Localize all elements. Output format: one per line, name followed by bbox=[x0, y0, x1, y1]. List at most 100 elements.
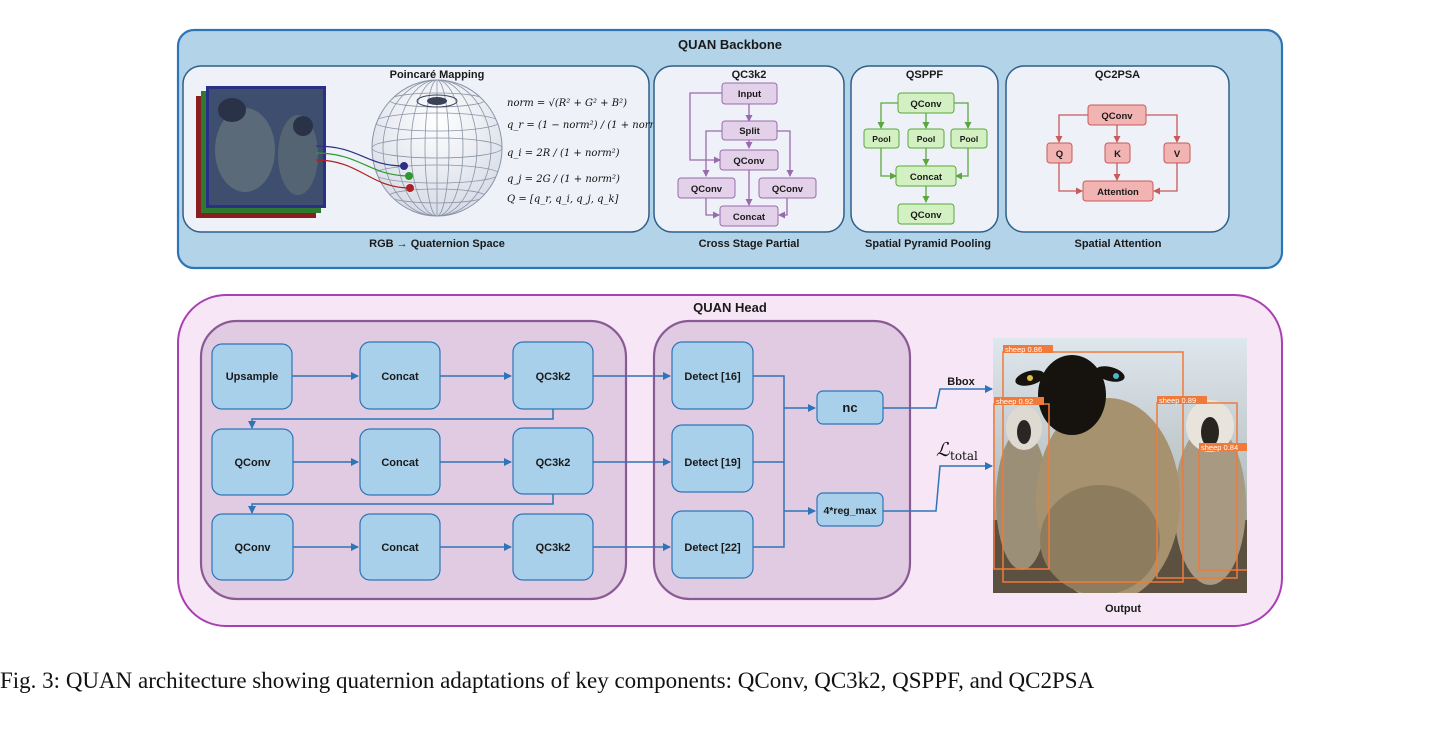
bbox-label: Bbox bbox=[947, 376, 975, 388]
svg-text:Detect [16]: Detect [16] bbox=[684, 371, 741, 383]
poincare-block: Poincaré Mapping bbox=[182, 65, 667, 250]
svg-text:Q: Q bbox=[1056, 149, 1063, 160]
svg-text:QConv: QConv bbox=[691, 184, 723, 195]
qsppf-pool-2-node: Pool bbox=[907, 128, 945, 149]
nc-node: nc bbox=[816, 390, 884, 425]
head-row-1-upsample: Upsample bbox=[211, 343, 293, 410]
head-title: QUAN Head bbox=[693, 300, 767, 315]
svg-text:Pool: Pool bbox=[960, 134, 978, 144]
equation-norm: norm = √(R² + G² + B²) bbox=[507, 98, 627, 109]
head-row-3-qconv: QConv bbox=[211, 513, 294, 581]
svg-text:Split: Split bbox=[739, 126, 760, 137]
qsppf-title: QSPPF bbox=[906, 69, 944, 81]
poincare-title: Poincaré Mapping bbox=[390, 69, 485, 81]
svg-text:Attention: Attention bbox=[1097, 187, 1139, 198]
qc2psa-block: QC2PSA QConv Q K V Attention bbox=[1005, 65, 1230, 250]
svg-text:Concat: Concat bbox=[910, 172, 943, 183]
quaternion-point-red bbox=[406, 184, 414, 192]
qc3k2-qconv-left-node: QConv bbox=[677, 177, 736, 199]
svg-text:QConv: QConv bbox=[772, 184, 804, 195]
quaternion-point-blue bbox=[400, 162, 408, 170]
qc3k2-caption: Cross Stage Partial bbox=[699, 238, 800, 250]
svg-text:QConv: QConv bbox=[1101, 111, 1133, 122]
equation-qj: q_j = 2G / (1 + norm²) bbox=[507, 174, 620, 185]
svg-text:QConv: QConv bbox=[910, 210, 942, 221]
svg-text:Detect [19]: Detect [19] bbox=[684, 457, 741, 469]
head-row-3-concat: Concat bbox=[359, 513, 441, 581]
qsppf-pool-3-node: Pool bbox=[950, 128, 988, 149]
rgb-channel-stack bbox=[196, 86, 326, 218]
qc2psa-v-node: V bbox=[1163, 142, 1191, 164]
svg-text:Concat: Concat bbox=[381, 457, 419, 469]
reg-max-node: 4*reg_max bbox=[816, 492, 884, 527]
figure-caption: Fig. 3: QUAN architecture showing quater… bbox=[0, 668, 1095, 693]
qc2psa-qconv-node: QConv bbox=[1087, 104, 1147, 126]
qc2psa-title: QC2PSA bbox=[1095, 69, 1140, 81]
qsppf-block: QSPPF QConv Pool Pool Pool Conc bbox=[850, 65, 999, 250]
equation-qi: q_i = 2R / (1 + norm²) bbox=[507, 148, 620, 159]
detect-22-node: Detect [22] bbox=[671, 510, 754, 579]
head-row-2-qc3k2: QC3k2 bbox=[512, 427, 594, 495]
qsppf-caption: Spatial Pyramid Pooling bbox=[865, 238, 991, 250]
svg-text:QConv: QConv bbox=[234, 542, 271, 554]
svg-text:Upsample: Upsample bbox=[226, 371, 279, 383]
loss-label: ℒ bbox=[936, 439, 951, 461]
qc3k2-input-node: Input bbox=[721, 82, 778, 105]
qc2psa-q-node: Q bbox=[1046, 142, 1073, 164]
qc2psa-k-node: K bbox=[1104, 142, 1131, 164]
output-label: Output bbox=[1105, 603, 1141, 615]
svg-text:Input: Input bbox=[738, 89, 762, 100]
svg-text:QC3k2: QC3k2 bbox=[536, 457, 571, 469]
head-row-2-concat: Concat bbox=[359, 428, 441, 496]
detection-label-2: sheep 0.92 bbox=[996, 397, 1033, 406]
qc3k2-qconv-mid-node: QConv bbox=[719, 149, 779, 171]
head-row-2-qconv: QConv bbox=[211, 428, 294, 496]
qc3k2-concat-node: Concat bbox=[719, 205, 779, 227]
detection-label-1: sheep 0.86 bbox=[1005, 345, 1042, 354]
head-row-1-qc3k2: QC3k2 bbox=[512, 341, 594, 410]
svg-text:QC3k2: QC3k2 bbox=[536, 542, 571, 554]
qsppf-qconv-top-node: QConv bbox=[897, 92, 955, 114]
qc2psa-attention-node: Attention bbox=[1082, 180, 1154, 202]
quaternion-point-green bbox=[405, 172, 413, 180]
head-arrows bbox=[248, 372, 993, 551]
equation-qr: q_r = (1 − norm²) / (1 + norm²) bbox=[507, 120, 667, 131]
mapping-lines bbox=[315, 145, 414, 192]
svg-text:Concat: Concat bbox=[733, 212, 766, 223]
svg-text:Concat: Concat bbox=[381, 542, 419, 554]
svg-text:V: V bbox=[1174, 149, 1181, 160]
qsppf-pool-1-node: Pool bbox=[863, 128, 900, 149]
detection-box-1 bbox=[1002, 351, 1184, 583]
svg-text:nc: nc bbox=[842, 400, 857, 415]
qc3k2-qconv-right-node: QConv bbox=[758, 177, 817, 199]
svg-text:Detect [22]: Detect [22] bbox=[684, 542, 741, 554]
poincare-caption: RGB → Quaternion Space bbox=[369, 238, 505, 250]
poincare-equations: norm = √(R² + G² + B²) q_r = (1 − norm²)… bbox=[507, 98, 667, 205]
output-image: sheep 0.86 sheep 0.92 sheep 0.89 sheep 0… bbox=[993, 338, 1247, 593]
equation-q: Q = [q_r, q_i, q_j, q_k] bbox=[507, 194, 619, 205]
head-row-1-concat: Concat bbox=[359, 341, 441, 410]
svg-text:QConv: QConv bbox=[234, 457, 271, 469]
svg-text:Pool: Pool bbox=[917, 134, 935, 144]
poincare-sphere bbox=[371, 79, 503, 217]
svg-text:QC3k2: QC3k2 bbox=[536, 371, 571, 383]
qc2psa-caption: Spatial Attention bbox=[1075, 238, 1162, 250]
qc3k2-split-node: Split bbox=[721, 120, 778, 141]
svg-text:Concat: Concat bbox=[381, 371, 419, 383]
detect-19-node: Detect [19] bbox=[671, 424, 754, 493]
detection-label-4: sheep 0.84 bbox=[1201, 443, 1238, 452]
svg-text:QConv: QConv bbox=[733, 156, 765, 167]
qsppf-qconv-bottom-node: QConv bbox=[897, 203, 955, 225]
qc3k2-title: QC3k2 bbox=[732, 69, 767, 81]
svg-text:K: K bbox=[1114, 149, 1121, 160]
detection-label-3: sheep 0.89 bbox=[1159, 396, 1196, 405]
detect-16-node: Detect [16] bbox=[671, 341, 754, 410]
head-row-3-qc3k2: QC3k2 bbox=[512, 513, 594, 581]
svg-text:Pool: Pool bbox=[872, 134, 890, 144]
qc3k2-block: QC3k2 Input Split QConv QConv bbox=[653, 65, 845, 250]
svg-text:4*reg_max: 4*reg_max bbox=[823, 505, 876, 517]
svg-text:QConv: QConv bbox=[910, 99, 942, 110]
qsppf-concat-node: Concat bbox=[895, 165, 957, 187]
backbone-title: QUAN Backbone bbox=[678, 37, 782, 52]
